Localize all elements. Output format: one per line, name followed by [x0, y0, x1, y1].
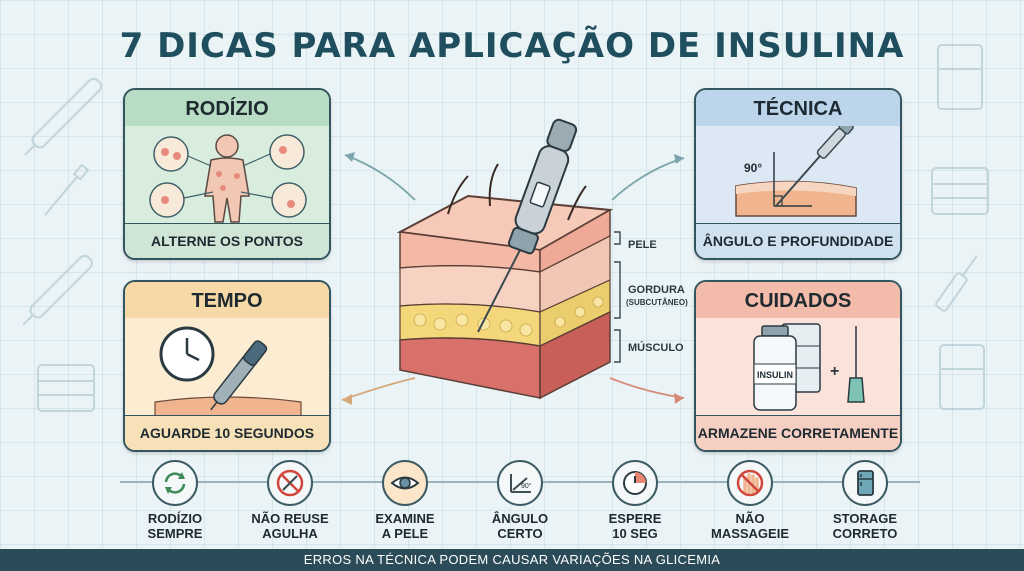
tip-label: ESPERE 10 SEG [608, 511, 662, 541]
bg-fridge-icon [937, 44, 983, 110]
tip-nao-massageie: NÃO MASSAGEIE [695, 460, 805, 541]
tip-label: EXAMINE A PELE [375, 511, 435, 541]
no-needle-icon [267, 460, 313, 506]
tip-angulo: 90° ÂNGULO CERTO [465, 460, 575, 541]
layer-label-subcutaneo: (SUBCUTÂNEO) [626, 298, 688, 307]
card-tecnica: TÉCNICA 90° ÂNGULO E PROFUNDIDADE [694, 88, 902, 260]
tip-label: STORAGE CORRETO [832, 511, 898, 541]
storage-illustration: INSULIN + [696, 318, 900, 418]
vial-label: INSULIN [757, 370, 793, 380]
tip-label: RODÍZIO SEMPRE [147, 511, 203, 541]
plus-icon: + [830, 363, 839, 380]
fridge-icon [842, 460, 888, 506]
card-rodizio-footer: ALTERNE OS PONTOS [125, 223, 329, 258]
cycle-icon [152, 460, 198, 506]
tip-nao-reuse: NÃO REUSE AGULHA [235, 460, 345, 541]
eye-icon [382, 460, 428, 506]
card-rodizio-header: RODÍZIO [125, 90, 329, 126]
angle-icon: 90° [497, 460, 543, 506]
card-tecnica-header: TÉCNICA [696, 90, 900, 126]
bg-pen-icon [24, 77, 103, 156]
insulin-vial-icon: INSULIN [753, 325, 797, 411]
tips-row: RODÍZIO SEMPRE NÃO REUSE AGULHA EXAMINE … [120, 460, 920, 544]
layer-label-pele: PELE [628, 239, 657, 251]
tip-label: ÂNGULO CERTO [491, 511, 549, 541]
card-tempo-footer: AGUARDE 10 SEGUNDOS [125, 415, 329, 450]
clock-icon [159, 326, 215, 382]
tip-rodizio: RODÍZIO SEMPRE [120, 460, 230, 541]
tip-espere: ESPERE 10 SEG [580, 460, 690, 541]
angle-label: 90° [744, 161, 762, 175]
bg-needle-icon [44, 163, 90, 216]
page-title: 7 DICAS PARA APLICAÇÃO DE INSULINA [119, 26, 905, 66]
body-rotation-illustration [125, 126, 329, 226]
bg-pen-icon [22, 254, 93, 326]
needle-icon [847, 326, 865, 403]
card-cuidados: CUIDADOS INSULIN + ARMAZENE CORRETAMENTE [694, 280, 902, 452]
layer-label-musculo: MÚSCULO [628, 342, 684, 354]
tip-label: NÃO MASSAGEIE [710, 511, 789, 541]
card-tecnica-footer: ÂNGULO E PROFUNDIDADE [696, 223, 900, 258]
timer-icon [612, 460, 658, 506]
bg-skin-icon [37, 364, 95, 412]
card-cuidados-footer: ARMAZENE CORRETAMENTE [696, 415, 900, 450]
card-tempo: TEMPO AGUARDE 10 SEGUNDOS [123, 280, 331, 452]
svg-text:90°: 90° [521, 482, 532, 490]
bg-skin-icon [931, 167, 989, 215]
card-rodizio: RODÍZIO ALTERNE OS PONTOS [123, 88, 331, 260]
tip-label: NÃO REUSE AGULHA [251, 511, 329, 541]
card-tempo-header: TEMPO [125, 282, 329, 318]
card-cuidados-header: CUIDADOS [696, 282, 900, 318]
tip-examine: EXAMINE A PELE [350, 460, 460, 541]
warning-footer: ERROS NA TÉCNICA PODEM CAUSAR VARIAÇÕES … [0, 549, 1024, 571]
layer-label-gordura: GORDURA [628, 284, 685, 296]
wait-time-illustration [125, 318, 329, 419]
bg-fridge-icon [939, 344, 985, 410]
bg-syringe-icon [935, 255, 978, 312]
injection-angle-illustration: 90° [696, 119, 900, 226]
no-massage-icon [727, 460, 773, 506]
tip-storage: STORAGE CORRETO [810, 460, 920, 541]
